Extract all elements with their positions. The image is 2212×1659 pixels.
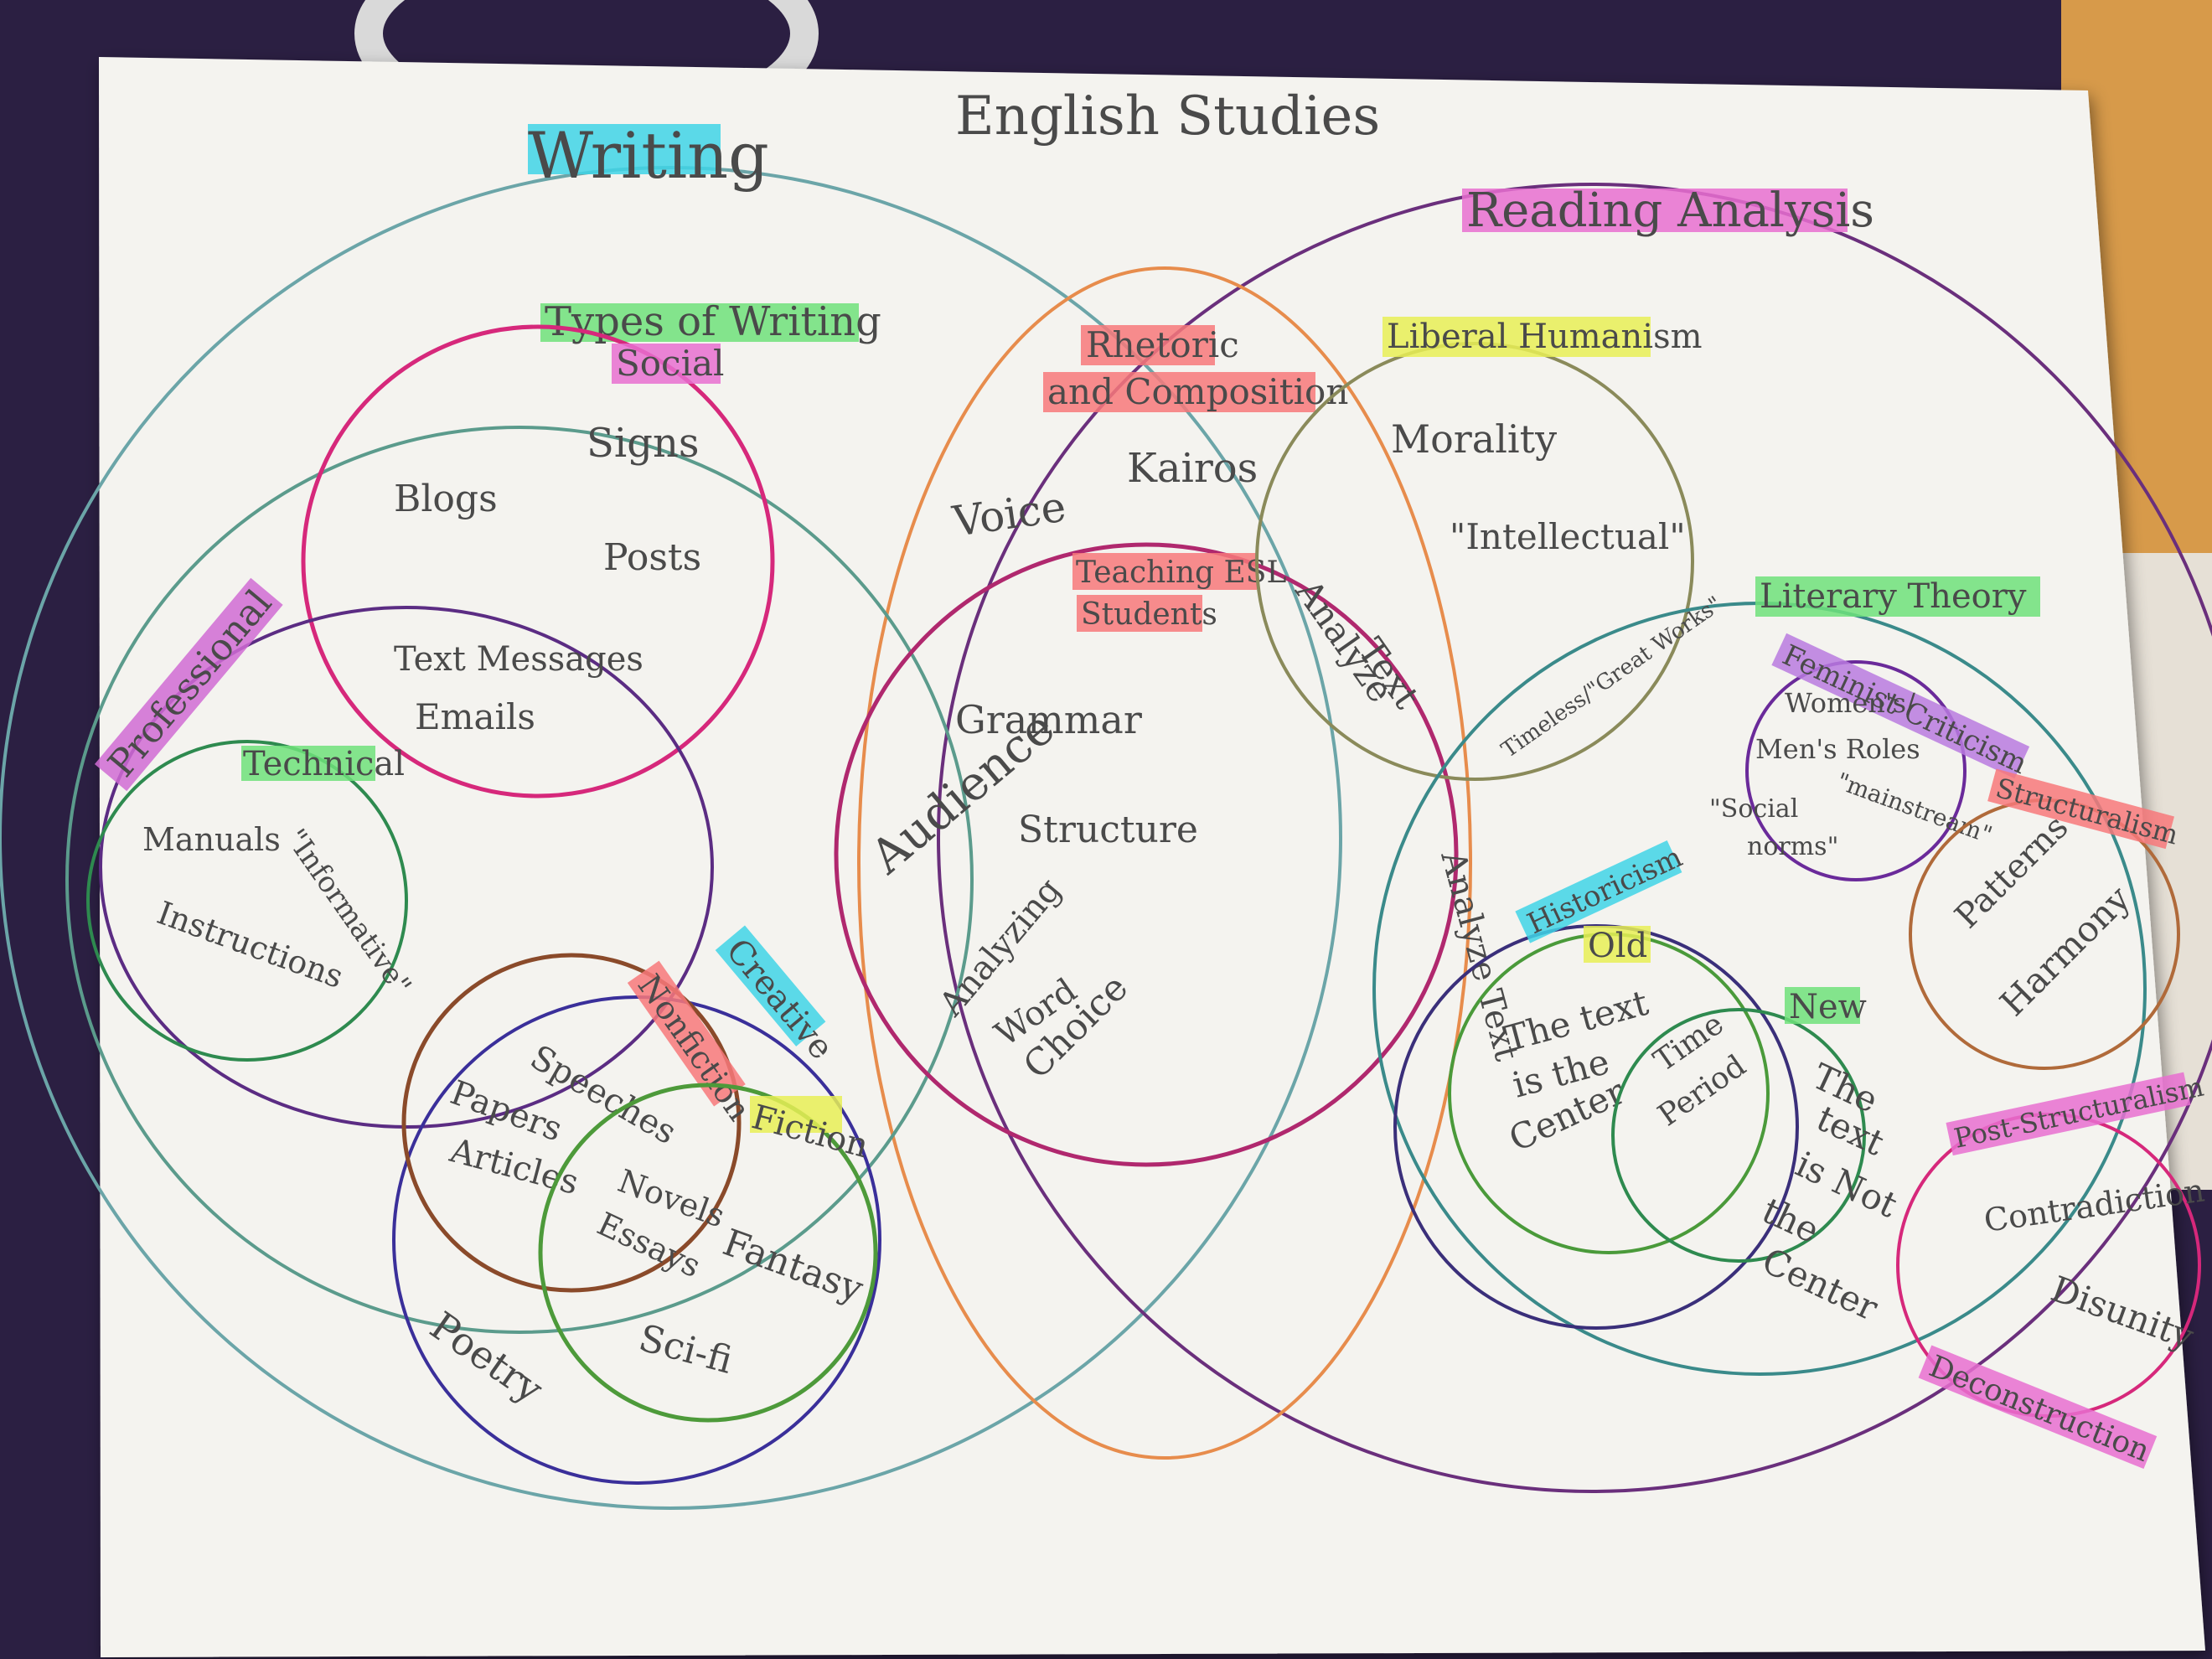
item-womens-1: Women's/ xyxy=(1785,687,1915,719)
structuralism-highlight xyxy=(1987,768,2174,850)
social-highlight xyxy=(612,344,721,384)
teaching-label-2: Students xyxy=(1081,597,1217,632)
item-morality: Morality xyxy=(1391,416,1557,462)
page-title: English Studies xyxy=(955,85,1380,147)
literary-theory-label: Literary Theory xyxy=(1760,577,2027,616)
creative-circle xyxy=(392,995,881,1485)
nonfiction-highlight xyxy=(627,960,746,1107)
old-highlight xyxy=(1584,926,1651,963)
technical-highlight xyxy=(241,746,375,781)
professional-circle xyxy=(99,606,714,1129)
fiction-highlight xyxy=(750,1096,842,1133)
item-structure: Structure xyxy=(1018,809,1198,851)
item-signs: Signs xyxy=(587,420,700,467)
teaching-label-1: Teaching ESL xyxy=(1076,556,1286,590)
reading-analysis-circle xyxy=(937,183,2212,1493)
fiction-circle xyxy=(538,1083,878,1423)
teaching-highlight-2 xyxy=(1077,595,1202,632)
historicism-highlight xyxy=(1515,840,1682,943)
item-posts: Posts xyxy=(603,536,701,579)
teaching-esl-circle xyxy=(834,542,1459,1167)
feminist-criticism-circle xyxy=(1745,660,1967,881)
creative-highlight xyxy=(715,925,826,1047)
post-structuralism-highlight xyxy=(1946,1072,2191,1156)
item-text-messages: Text Messages xyxy=(394,640,643,679)
new-historicism-circle xyxy=(1611,1008,1866,1263)
nonfiction-circle xyxy=(401,953,742,1293)
item-kairos: Kairos xyxy=(1127,445,1258,492)
item-social-norms: "Social xyxy=(1709,794,1798,824)
new-label: New xyxy=(1789,988,1867,1026)
technical-circle xyxy=(86,740,408,1062)
item-manuals: Manuals xyxy=(142,821,281,858)
professional-highlight xyxy=(94,577,283,792)
social-label: Social xyxy=(616,343,725,384)
feminist-highlight xyxy=(1771,633,2030,779)
social-circle xyxy=(301,324,775,798)
deconstruction-highlight xyxy=(1918,1345,2158,1470)
item-grammar: Grammar xyxy=(955,697,1142,742)
item-blogs: Blogs xyxy=(394,478,498,520)
technical-label: Technical xyxy=(243,745,405,783)
item-womens-2: Men's Roles xyxy=(1755,733,1920,765)
rhetoric-label-1: Rhetoric xyxy=(1086,324,1239,365)
item-intellectual: "Intellectual" xyxy=(1450,516,1686,557)
writing-highlight xyxy=(528,124,721,174)
rhetoric-composition-lens xyxy=(857,266,1472,1460)
reading-highlight xyxy=(1462,189,1848,232)
liberal-highlight xyxy=(1382,317,1651,357)
liberal-humanism-label: Liberal Humanism xyxy=(1387,318,1703,356)
item-emails: Emails xyxy=(415,696,535,737)
teaching-highlight-1 xyxy=(1072,553,1257,590)
rhetoric-label-2: and Composition xyxy=(1047,371,1348,412)
old-label: Old xyxy=(1588,927,1647,965)
paper-sheet xyxy=(99,57,2205,1657)
item-norms: norms" xyxy=(1747,832,1838,861)
reading-analysis-label: Reading Analysis xyxy=(1466,183,1874,238)
literary-highlight xyxy=(1755,576,2040,617)
rhetoric-highlight-2 xyxy=(1043,372,1315,412)
new-highlight xyxy=(1785,987,1860,1024)
types-of-writing-circle xyxy=(65,426,974,1334)
types-of-writing-label: Types of Writing xyxy=(545,298,881,345)
writing-label: Writing xyxy=(528,118,769,193)
rhetoric-highlight-1 xyxy=(1081,325,1215,365)
